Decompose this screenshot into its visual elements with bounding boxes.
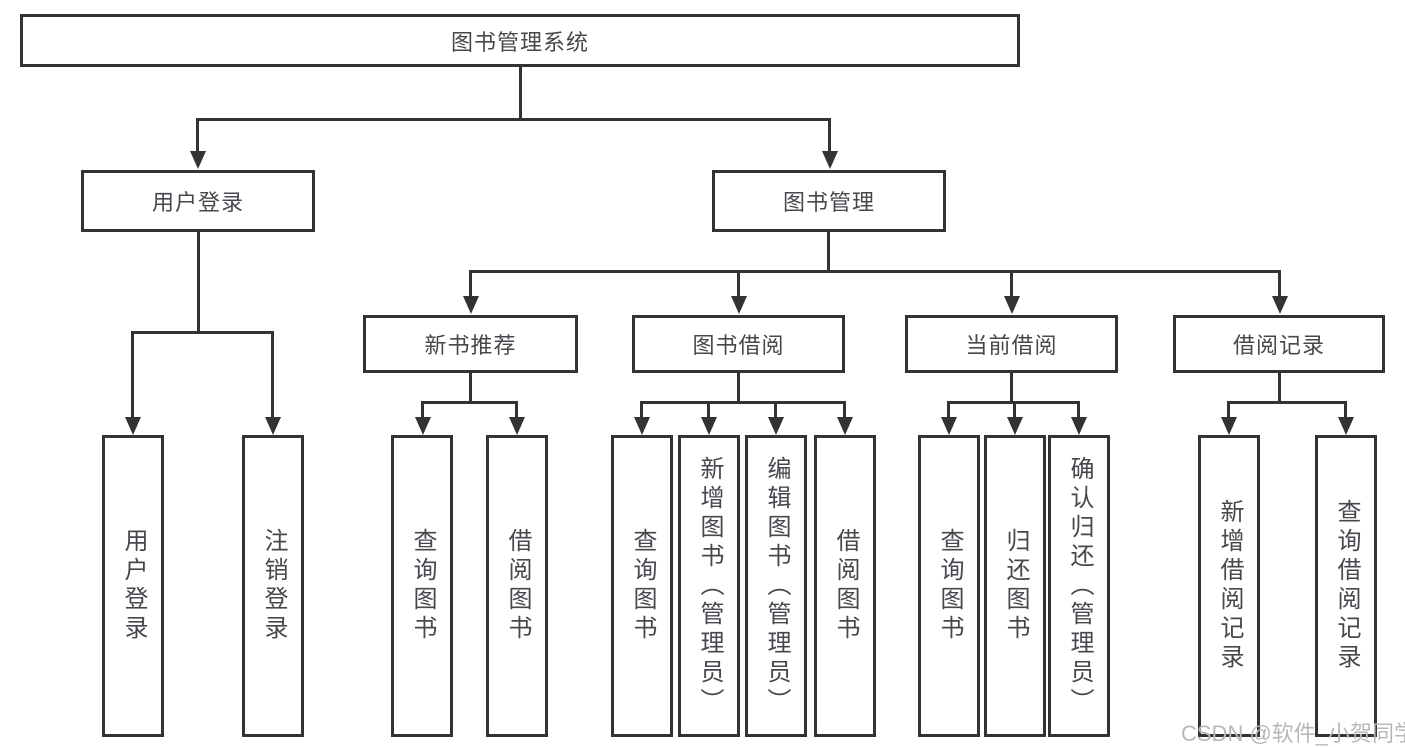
arrow-down-icon — [634, 417, 650, 435]
connector-line — [1227, 401, 1230, 418]
connector-line — [1010, 270, 1013, 297]
leaf-label: 注销登录 — [260, 528, 287, 644]
connector-line — [1344, 401, 1347, 418]
connector-line — [1278, 270, 1281, 297]
connector-line — [774, 401, 777, 418]
connector-line — [707, 401, 710, 418]
arrow-down-icon — [1221, 417, 1237, 435]
leaf-label: 查询图书 — [409, 528, 436, 644]
leaf-label: 查询图书 — [936, 528, 963, 644]
connector-line — [131, 331, 274, 334]
connector-line — [519, 67, 522, 120]
connector-line — [947, 401, 950, 418]
leaf-confirm-return-admin: 确认归还（管理员） — [1048, 435, 1110, 737]
leaf-borrow-books-rec: 借阅图书 — [486, 435, 548, 737]
leaf-query-books-borrow: 查询图书 — [611, 435, 673, 737]
arrow-down-icon — [125, 417, 141, 435]
arrow-down-icon — [415, 417, 431, 435]
connector-line — [421, 401, 424, 418]
csdn-watermark: CSDN @软件_小贺同学 — [1181, 721, 1405, 746]
arrow-down-icon — [768, 417, 784, 435]
connector-line — [469, 270, 1281, 273]
node-label: 图书借阅 — [692, 333, 785, 358]
arrow-down-icon — [701, 417, 717, 435]
arrow-down-icon — [837, 417, 853, 435]
connector-line — [515, 401, 518, 418]
leaf-query-borrow-record: 查询借阅记录 — [1315, 435, 1377, 737]
connector-line — [843, 401, 846, 418]
node-library-management-system: 图书管理系统 — [20, 14, 1020, 67]
node-book-borrowing: 图书借阅 — [632, 315, 845, 373]
connector-line — [828, 118, 831, 154]
leaf-label: 新增图书（管理员） — [696, 455, 723, 717]
connector-line — [469, 270, 472, 297]
leaf-logout: 注销登录 — [242, 435, 304, 737]
arrow-down-icon — [1004, 296, 1020, 314]
connector-line — [1227, 401, 1347, 404]
connector-line — [1077, 401, 1080, 418]
connector-line — [737, 373, 740, 404]
leaf-edit-books-admin: 编辑图书（管理员） — [745, 435, 807, 737]
arrow-down-icon — [463, 296, 479, 314]
leaf-label: 查询图书 — [629, 528, 656, 644]
leaf-label: 借阅图书 — [504, 528, 531, 644]
arrow-down-icon — [1071, 417, 1087, 435]
node-label: 图书管理系统 — [450, 29, 589, 55]
leaf-label: 新增借阅记录 — [1216, 499, 1243, 673]
node-new-book-recommendation: 新书推荐 — [363, 315, 578, 373]
connector-line — [196, 118, 199, 154]
node-label: 用户登录 — [151, 190, 244, 215]
leaf-label: 归还图书 — [1002, 528, 1029, 644]
node-current-borrowing: 当前借阅 — [905, 315, 1118, 373]
arrow-down-icon — [190, 151, 206, 169]
leaf-return-books: 归还图书 — [984, 435, 1046, 737]
leaf-add-borrow-record: 新增借阅记录 — [1198, 435, 1260, 737]
leaf-query-books-current: 查询图书 — [918, 435, 980, 737]
arrow-down-icon — [1272, 296, 1288, 314]
connector-line — [271, 331, 274, 418]
node-label: 新书推荐 — [424, 333, 517, 358]
arrow-down-icon — [509, 417, 525, 435]
leaf-label: 借阅图书 — [832, 528, 859, 644]
node-label: 当前借阅 — [965, 333, 1058, 358]
leaf-label: 查询借阅记录 — [1333, 499, 1360, 673]
arrow-down-icon — [822, 151, 838, 169]
leaf-user-login: 用户登录 — [102, 435, 164, 737]
connector-line — [827, 232, 830, 273]
leaf-query-books-rec: 查询图书 — [391, 435, 453, 737]
leaf-label: 确认归还（管理员） — [1066, 455, 1093, 717]
leaf-label: 编辑图书（管理员） — [763, 455, 790, 717]
leaf-add-books-admin: 新增图书（管理员） — [678, 435, 740, 737]
arrow-down-icon — [941, 417, 957, 435]
connector-line — [1278, 373, 1281, 404]
node-user-login: 用户登录 — [81, 170, 315, 232]
arrow-down-icon — [1007, 417, 1023, 435]
connector-line — [640, 401, 846, 404]
connector-line — [1013, 401, 1016, 418]
arrow-down-icon — [1338, 417, 1354, 435]
connector-line — [197, 232, 200, 334]
node-label: 图书管理 — [782, 190, 875, 215]
connector-line — [737, 270, 740, 297]
node-borrowing-records: 借阅记录 — [1173, 315, 1385, 373]
node-book-management: 图书管理 — [712, 170, 946, 232]
connector-line — [469, 373, 472, 404]
connector-line — [196, 118, 831, 121]
connector-line — [640, 401, 643, 418]
leaf-label: 用户登录 — [120, 528, 147, 644]
leaf-borrow-books: 借阅图书 — [814, 435, 876, 737]
node-label: 借阅记录 — [1232, 333, 1325, 358]
connector-line — [421, 401, 518, 404]
arrow-down-icon — [731, 296, 747, 314]
connector-line — [1010, 373, 1013, 404]
connector-line — [131, 331, 134, 418]
arrow-down-icon — [265, 417, 281, 435]
